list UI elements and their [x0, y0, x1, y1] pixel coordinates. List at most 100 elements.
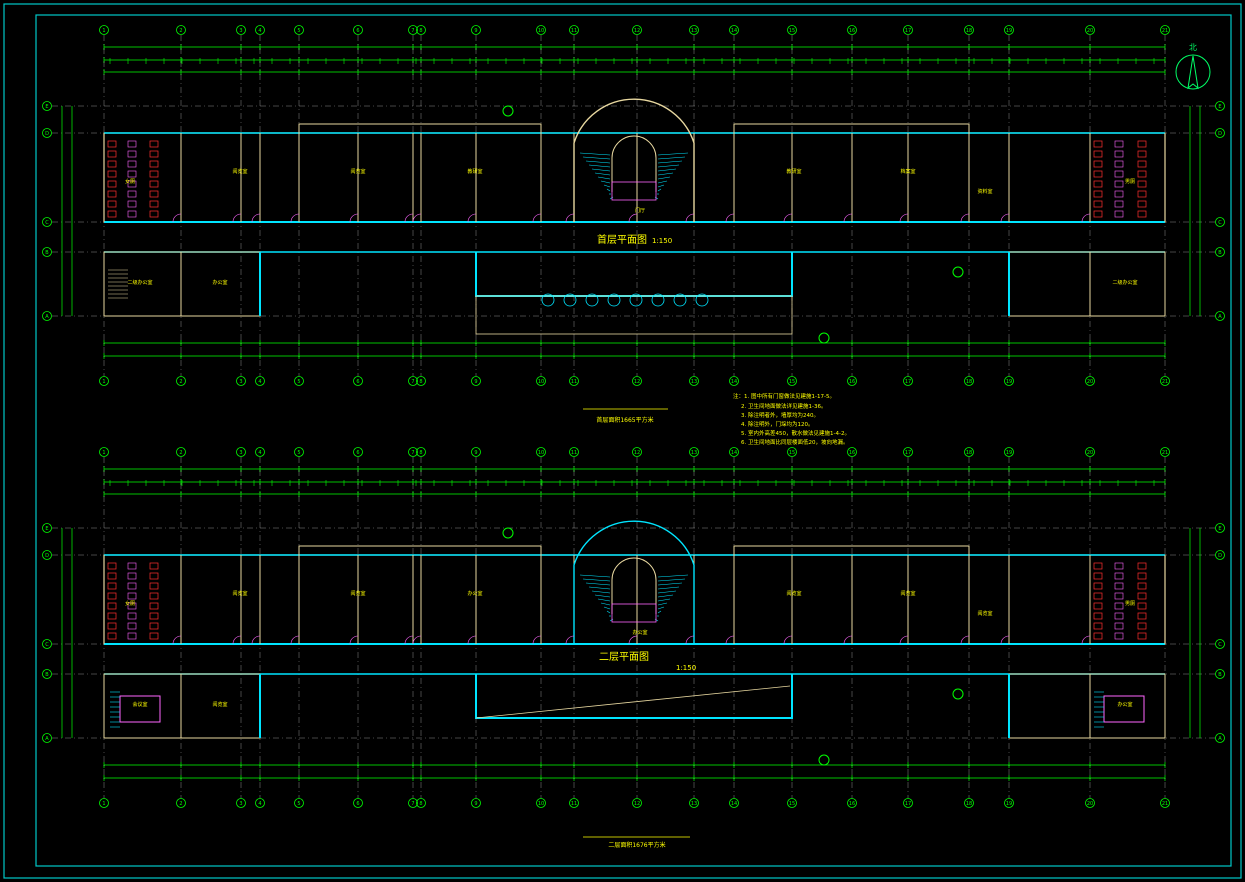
toilet-fixture	[1093, 150, 1103, 158]
axis-bubble	[569, 25, 579, 35]
wall	[733, 123, 970, 133]
axis-bubble-label: 21	[1162, 28, 1168, 34]
door-swing	[843, 635, 853, 645]
axis-bubble-label: C	[45, 642, 49, 648]
axis-bubble-label: 17	[905, 801, 911, 807]
toilet-fixture	[149, 200, 159, 208]
axis-bubble	[255, 447, 265, 457]
note-line: 5. 室内外高差450，散水做法见建施1-4-2。	[741, 429, 850, 437]
door-swing	[349, 213, 359, 223]
column	[607, 293, 621, 307]
axis-bubble-label: 9	[474, 28, 477, 34]
toilet-fixture	[127, 632, 137, 640]
axis-bubble-label: A	[1218, 314, 1222, 320]
axis-bubble	[536, 447, 546, 457]
door-swing	[232, 635, 242, 645]
toilet-fixture	[107, 150, 117, 158]
toilet-fixture	[127, 140, 137, 148]
section-marker-icon	[818, 332, 830, 344]
stair-well	[611, 135, 657, 192]
stair-tread	[597, 598, 611, 602]
axis-bubble-label: 10	[538, 801, 544, 807]
axis-bubble	[42, 101, 52, 111]
room-label: 阅览室	[232, 168, 247, 175]
axis-bubble	[729, 376, 739, 386]
axis-bubble	[569, 376, 579, 386]
room-label: 阅览室	[350, 590, 365, 597]
column	[563, 293, 577, 307]
axis-bubble	[42, 311, 52, 321]
toilet-fixture	[1114, 572, 1124, 580]
axis-bubble-label: E	[45, 526, 48, 532]
axis-bubble	[42, 128, 52, 138]
axis-bubble-label: 21	[1162, 379, 1168, 385]
axis-bubble-label: B	[1218, 672, 1222, 678]
axis-bubble-label: 10	[538, 28, 544, 34]
axis-bubble	[964, 447, 974, 457]
axis-bubble-label: A	[1218, 736, 1222, 742]
axis-bubble-label: E	[1218, 526, 1221, 532]
axis-bubble	[99, 798, 109, 808]
axis-bubble-label: 1	[102, 801, 105, 807]
toilet-fixture	[1137, 170, 1147, 178]
stair-tread	[594, 594, 611, 598]
toilet-fixture	[127, 612, 137, 620]
room-label: 阅览室	[232, 590, 247, 597]
axis-bubble-label: 17	[905, 28, 911, 34]
toilet-fixture	[149, 592, 159, 600]
axis-bubble	[1160, 447, 1170, 457]
axis-bubble	[787, 798, 797, 808]
axis-bubble	[1215, 247, 1225, 257]
axis-bubble-label: 8	[419, 28, 422, 34]
door-swing	[725, 213, 735, 223]
axis-bubble-label: 6	[356, 28, 359, 34]
note-line: 2. 卫生间地面做法详见建施1-36。	[741, 402, 826, 410]
sheet-border	[3, 3, 1242, 879]
axis-bubble-label: 8	[419, 450, 422, 456]
toilet-fixture	[1114, 190, 1124, 198]
axis-bubble	[1004, 25, 1014, 35]
axis-bubble	[787, 447, 797, 457]
room-label: 门厅	[635, 207, 645, 214]
axis-bubble-label: 13	[691, 28, 697, 34]
stair-landing	[1103, 695, 1145, 723]
axis-bubble	[176, 798, 186, 808]
door-swing	[685, 635, 695, 645]
axis-bubble-label: 6	[356, 379, 359, 385]
axis-bubble	[408, 376, 418, 386]
room-label: 教研室	[786, 168, 801, 175]
door-swing	[404, 213, 414, 223]
axis-bubble	[847, 798, 857, 808]
axis-bubble	[42, 217, 52, 227]
stair-tread	[600, 180, 611, 184]
axis-bubble	[416, 798, 426, 808]
toilet-fixture	[149, 210, 159, 218]
toilet-fixture	[107, 582, 117, 590]
door-swing	[899, 635, 909, 645]
axis-bubble	[1004, 798, 1014, 808]
door-swing	[172, 213, 182, 223]
axis-bubble	[729, 25, 739, 35]
axis-bubble	[1215, 523, 1225, 533]
door-swing	[725, 635, 735, 645]
axis-bubble	[536, 25, 546, 35]
door-swing	[232, 213, 242, 223]
axis-bubble	[416, 447, 426, 457]
stair-tread	[588, 586, 611, 590]
room-label: 阅览室	[900, 590, 915, 597]
toilet-fixture	[149, 572, 159, 580]
axis-bubble-label: 11	[571, 379, 577, 385]
door-swing	[1081, 213, 1091, 223]
axis-bubble	[471, 447, 481, 457]
axis-bubble	[632, 25, 642, 35]
axis-bubble-label: 3	[239, 450, 242, 456]
room-label: 档案室	[900, 168, 915, 175]
axis-bubble-label: 13	[691, 801, 697, 807]
stair-tread	[582, 156, 611, 160]
axis-bubble-label: B	[45, 672, 49, 678]
room-label: 男厕	[1125, 179, 1135, 185]
axis-bubble	[1160, 798, 1170, 808]
axis-bubble-label: 13	[691, 379, 697, 385]
toilet-fixture	[127, 210, 137, 218]
axis-bubble-label: D	[45, 553, 49, 559]
